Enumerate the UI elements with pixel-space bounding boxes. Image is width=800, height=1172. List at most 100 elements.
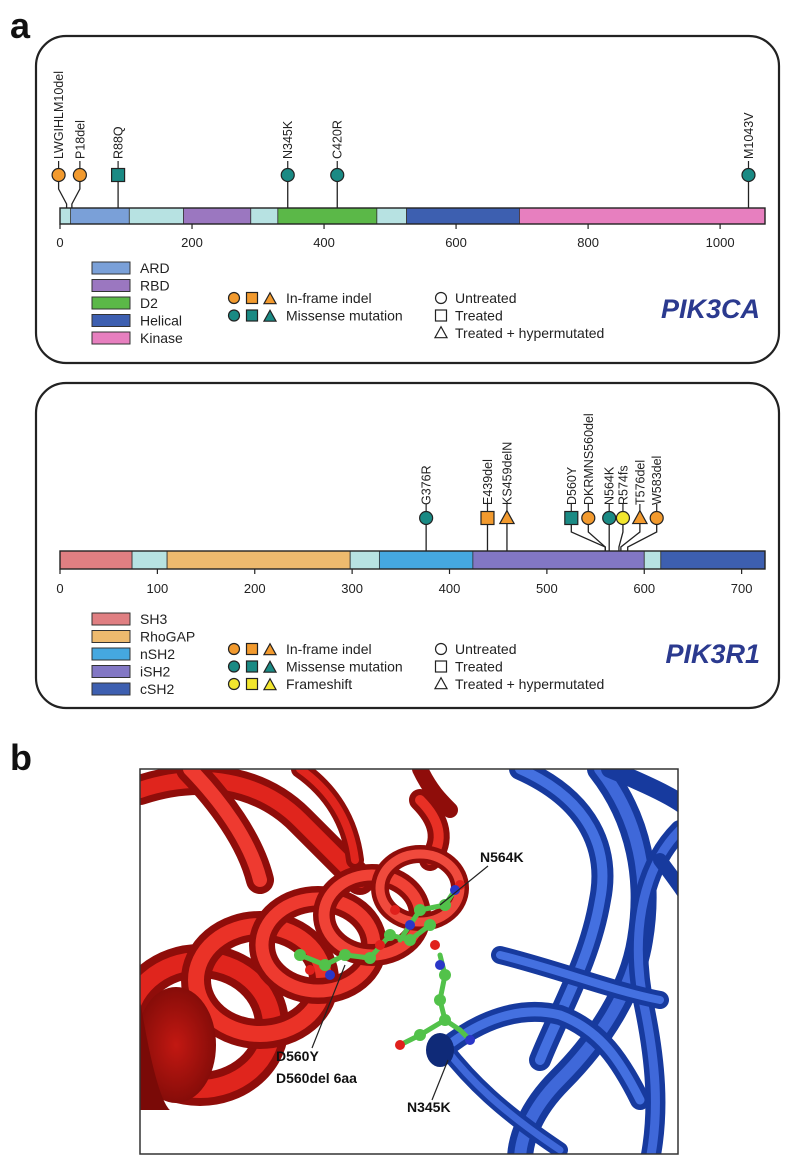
legend-label-indel: In-frame indel <box>286 290 372 306</box>
legend-square-treated <box>434 660 448 673</box>
domain-nsh2 <box>378 550 474 570</box>
mutation-marker <box>419 510 434 526</box>
axis-tick-label: 200 <box>244 581 266 596</box>
mutation-marker <box>480 510 495 526</box>
axis-tick-label: 600 <box>633 581 655 596</box>
axis-tick-label: 600 <box>445 235 467 250</box>
legend-triangle-missense <box>262 308 278 322</box>
track-outline <box>59 207 766 225</box>
mutation-n564k: N564K <box>602 466 617 569</box>
panel-b-label: b <box>10 737 32 778</box>
legend-circle-missense <box>227 660 241 673</box>
mutation-ks459deln: KS459delN <box>498 442 516 569</box>
mutation-dkrmns560del: DKRMNS560del <box>581 413 606 569</box>
legend-swatch-rbd <box>91 279 131 292</box>
legend-swatch-ish2 <box>91 665 131 678</box>
legend-label-kinase: Kinase <box>140 330 183 346</box>
mutation-marker <box>741 167 756 183</box>
domain-linker <box>643 550 662 570</box>
axis-tick-label: 0 <box>56 235 63 250</box>
domain-linker <box>250 207 279 225</box>
label-n345k: N345K <box>407 1099 451 1115</box>
blue-loop-end <box>426 1033 454 1067</box>
legend-circle-indel <box>227 642 241 656</box>
mutation-marker <box>498 509 516 525</box>
legend-label-treatment: Untreated <box>455 290 516 306</box>
axis-tick-label: 500 <box>536 581 558 596</box>
mutation-marker <box>72 167 87 183</box>
domain-linker <box>349 550 380 570</box>
legend-swatch-helical <box>91 314 131 327</box>
mutation-label: G376R <box>420 465 434 505</box>
domain-csh2 <box>660 550 766 570</box>
pik3ca-gene-label: PIK3CA <box>661 294 760 324</box>
legend-label-csh2: cSH2 <box>140 681 174 697</box>
legend-circle-untreated <box>434 291 448 305</box>
legend-square-missense <box>245 309 259 322</box>
mutation-marker <box>631 509 649 525</box>
legend-label-treatment: Untreated <box>455 641 516 657</box>
axis-tick-label: 800 <box>577 235 599 250</box>
label-d560del: D560del 6aa <box>276 1070 357 1086</box>
legend-label-indel: In-frame indel <box>286 641 372 657</box>
legend-label-treatment: Treated <box>455 659 503 675</box>
legend-swatch-csh2 <box>91 682 131 696</box>
legend-triangle-treated-hypermutated <box>433 676 449 690</box>
mutation-marker <box>51 167 66 183</box>
legend-label-treatment: Treated + hypermutated <box>455 676 604 692</box>
domain-helical <box>406 207 520 225</box>
legend-label-helical: Helical <box>140 313 182 329</box>
legend-swatch-d2 <box>91 296 131 310</box>
mutation-marker <box>649 510 664 526</box>
mutation-label: DKRMNS560del <box>582 413 596 505</box>
mutation-marker <box>110 167 126 183</box>
mutation-c420r: C420R <box>330 120 345 224</box>
mutation-marker <box>280 167 295 183</box>
domain-rhogap <box>166 550 351 570</box>
mutation-marker <box>602 510 617 526</box>
mutation-marker <box>330 167 345 183</box>
mutation-d560y: D560Y <box>564 466 606 569</box>
legend-swatch-rhogap <box>91 630 131 643</box>
track-outline <box>59 550 766 570</box>
legend-swatch-nsh2 <box>91 647 131 661</box>
legend-swatch-kinase <box>91 331 131 345</box>
legend-swatch-sh3 <box>91 612 131 626</box>
mutation-label: N564K <box>603 466 617 505</box>
mutation-label: W583del <box>650 456 664 505</box>
axis-tick-label: 700 <box>731 581 753 596</box>
mutation-m1043v: M1043V <box>741 112 756 224</box>
legend-circle-missense <box>227 309 241 322</box>
axis-tick-label: 1000 <box>706 235 735 250</box>
mutation-g376r: G376R <box>419 465 434 569</box>
legend-label-rbd: RBD <box>140 278 170 294</box>
legend-circle-untreated <box>434 642 448 656</box>
domain-rbd <box>183 207 252 225</box>
legend-triangle-missense <box>262 659 278 673</box>
domain-d2 <box>277 207 378 225</box>
mutation-label: M1043V <box>742 112 756 159</box>
mutation-label: D560Y <box>565 466 579 505</box>
legend-triangle-indel <box>262 291 278 305</box>
blue-protein-ribbons <box>435 769 678 1154</box>
legend-triangle-treated-hypermutated <box>433 325 449 339</box>
mutation-t576del: T576del <box>620 460 649 569</box>
panel-a-label: a <box>10 5 31 46</box>
legend-square-missense <box>245 660 259 673</box>
domain-ard <box>70 207 130 225</box>
mutation-r88q: R88Q <box>110 126 126 224</box>
domain-ish2 <box>472 550 645 570</box>
label-n564k: N564K <box>480 849 524 865</box>
axis-tick-label: 400 <box>439 581 461 596</box>
legend-label-frameshift: Frameshift <box>286 676 352 692</box>
legend-circle-indel <box>227 291 241 305</box>
